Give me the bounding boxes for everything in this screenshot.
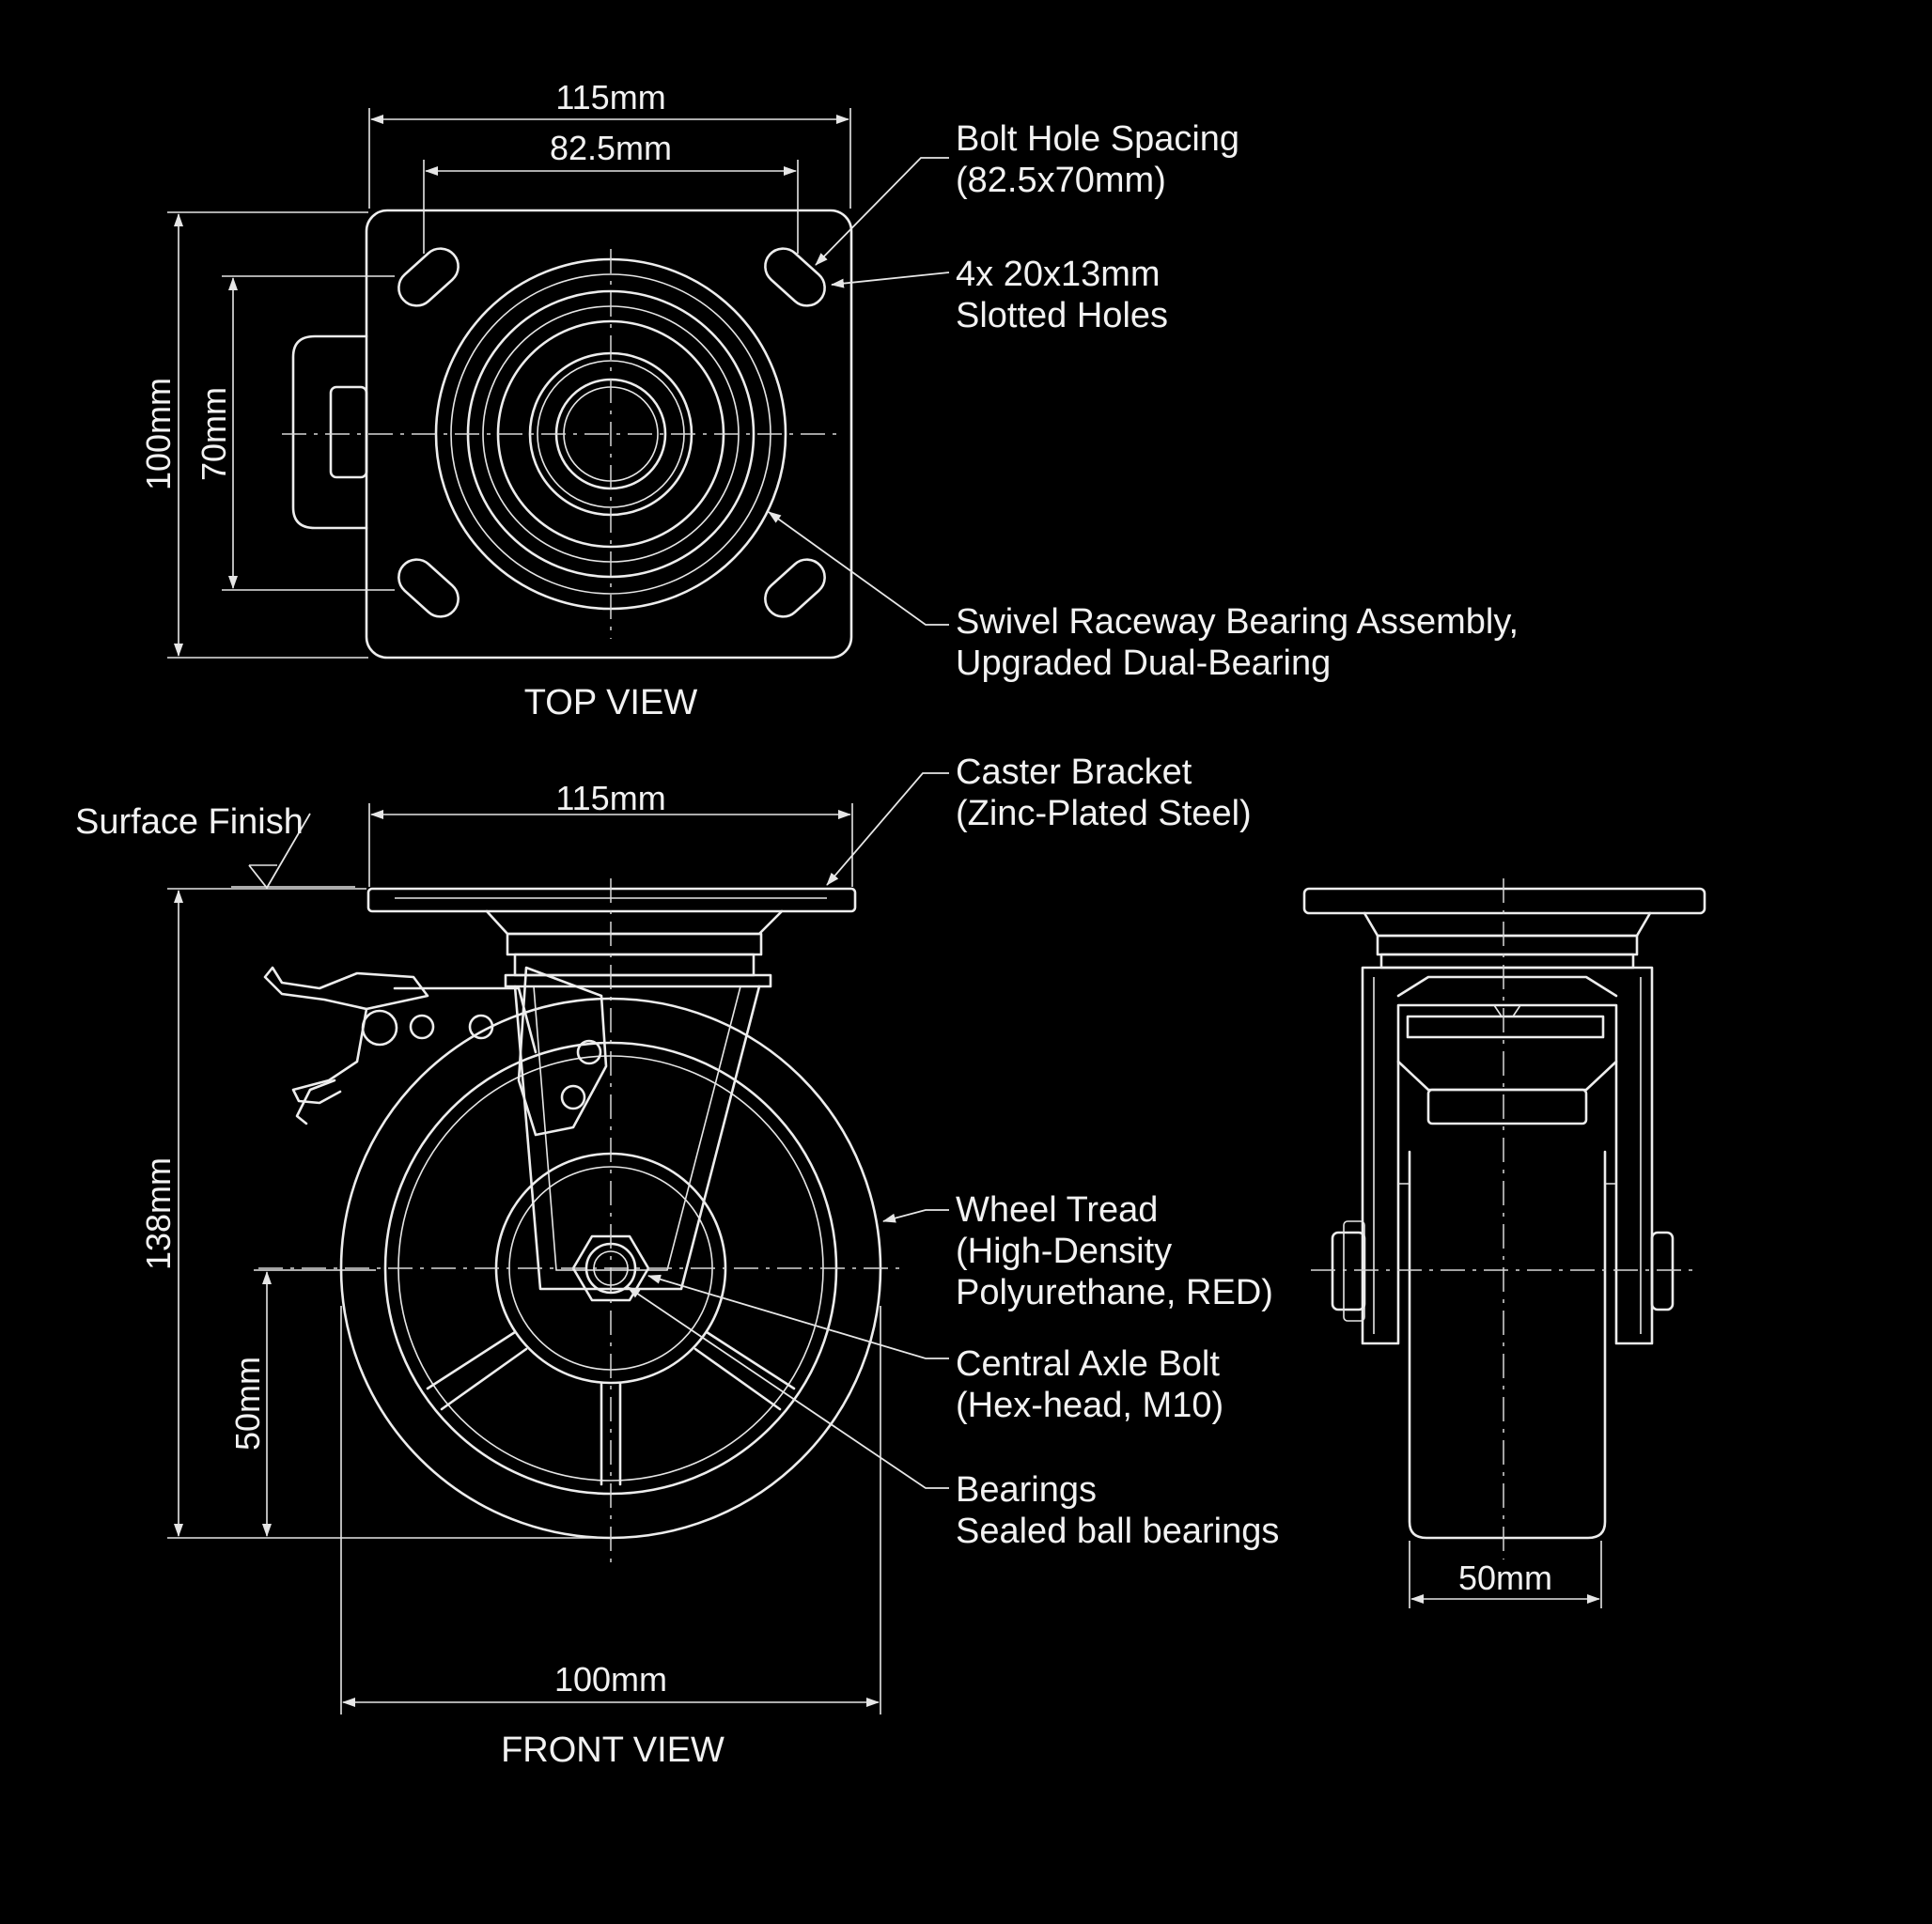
dim-top-height: 100mm <box>139 211 368 659</box>
callout-bolt-spacing-line1: Bolt Hole Spacing <box>956 119 1239 159</box>
callout-axle-bolt-line2: (Hex-head, M10) <box>956 1386 1223 1425</box>
surface-finish-symbol: Surface Finish <box>75 802 355 890</box>
brake-lever-tab <box>329 385 368 479</box>
front-view-title: FRONT VIEW <box>501 1730 724 1770</box>
top-view: 115mm 82.5mm 100mm 70mm TOP VIEW <box>139 78 853 722</box>
swivel-head <box>485 909 784 936</box>
callout-bolt-spacing-line2: (82.5x70mm) <box>956 161 1166 200</box>
callout-bearings-line2: Sealed ball bearings <box>956 1512 1279 1551</box>
dim-side-wheel-width: 50mm <box>1409 1541 1602 1608</box>
front-mounting-plate <box>366 887 857 913</box>
dim-front-wheel-diameter-text: 100mm <box>554 1660 667 1699</box>
dim-front-height-text: 138mm <box>139 1157 178 1270</box>
callout-raceway-line1: Swivel Raceway Bearing Assembly, <box>956 602 1519 642</box>
callout-tread-line2: (High-Density <box>956 1232 1172 1271</box>
slotted-hole-tr <box>764 247 826 307</box>
callout-bolt-spacing: Bolt Hole Spacing (82.5x70mm) <box>815 119 1239 266</box>
dim-bolt-spacing-y-text: 70mm <box>195 387 233 481</box>
slotted-hole-br <box>764 558 826 618</box>
callout-slotted-holes-line1: 4x 20x13mm <box>956 255 1161 294</box>
dim-bolt-spacing-y: 70mm <box>195 275 395 591</box>
side-axle-nut-left <box>1331 1231 1366 1311</box>
top-view-title: TOP VIEW <box>524 683 698 722</box>
brake-assembly <box>263 966 608 1137</box>
callout-raceway: Swivel Raceway Bearing Assembly, Upgrade… <box>768 511 1519 683</box>
dim-front-plate-width: 115mm <box>368 779 853 887</box>
callout-bracket-line1: Caster Bracket <box>956 753 1192 792</box>
callout-raceway-line2: Upgraded Dual-Bearing <box>956 644 1331 683</box>
callout-tread-line1: Wheel Tread <box>956 1190 1158 1230</box>
dim-side-wheel-width-text: 50mm <box>1458 1559 1552 1597</box>
slotted-hole-bl <box>397 558 460 618</box>
dim-front-axle-height: 50mm <box>228 1269 376 1537</box>
callout-tread: Wheel Tread (High-Density Polyurethane, … <box>882 1190 1273 1312</box>
front-view: 115mm 138mm 50mm 100mm Surface Finish FR… <box>75 779 907 1770</box>
dim-bolt-spacing-x: 82.5mm <box>423 129 799 254</box>
dim-front-wheel-diameter: 100mm <box>340 1306 881 1715</box>
callout-bracket-line2: (Zinc-Plated Steel) <box>956 794 1252 833</box>
dim-top-width-text: 115mm <box>555 78 665 116</box>
callout-axle-bolt-line1: Central Axle Bolt <box>956 1344 1220 1384</box>
top-plate <box>365 209 853 659</box>
brake-pedal-top <box>291 334 368 530</box>
callout-tread-line3: Polyurethane, RED) <box>956 1273 1273 1312</box>
dim-top-width: 115mm <box>368 78 851 209</box>
slotted-hole-tl <box>397 247 460 307</box>
dim-bolt-spacing-x-text: 82.5mm <box>550 129 672 167</box>
dim-top-height-text: 100mm <box>139 378 178 490</box>
side-fork <box>1361 966 1654 1345</box>
dim-front-plate-width-text: 115mm <box>555 779 665 817</box>
dim-front-height: 138mm <box>139 888 601 1539</box>
callout-slotted-holes: 4x 20x13mm Slotted Holes <box>831 255 1168 335</box>
dim-front-axle-height-text: 50mm <box>228 1357 267 1451</box>
side-wheel <box>1408 1150 1607 1540</box>
callout-slotted-holes-line2: Slotted Holes <box>956 296 1168 335</box>
surface-finish-label: Surface Finish <box>75 802 304 842</box>
callout-bearings-line1: Bearings <box>956 1470 1097 1510</box>
side-view: 50mm <box>1302 878 1706 1608</box>
callout-bearings: Bearings Sealed ball bearings <box>627 1286 1279 1551</box>
side-mounting-plate <box>1302 887 1706 915</box>
callout-bracket: Caster Bracket (Zinc-Plated Steel) <box>826 753 1252 886</box>
callout-axle-bolt: Central Axle Bolt (Hex-head, M10) <box>647 1274 1223 1425</box>
side-axle-nut-right <box>1650 1231 1675 1311</box>
